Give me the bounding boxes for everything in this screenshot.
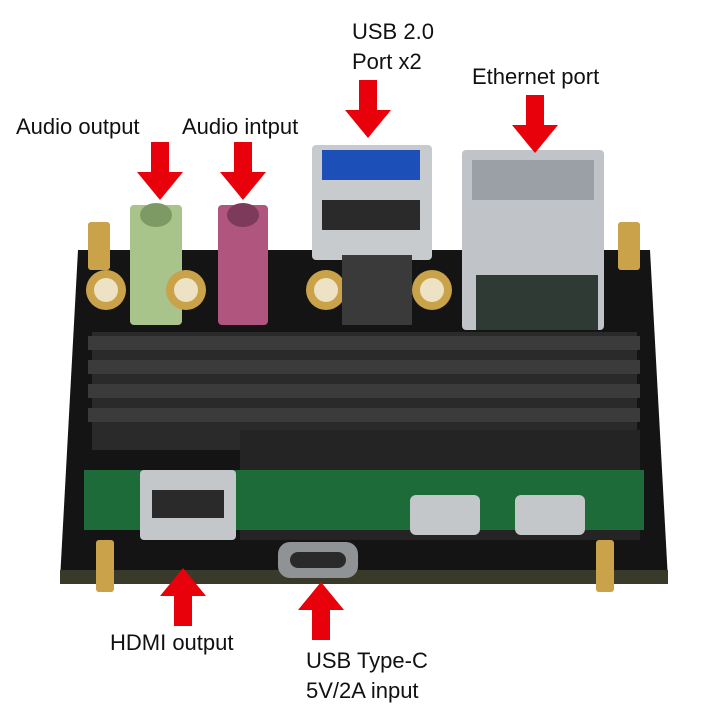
hdmi-port	[140, 470, 236, 540]
ethernet-label: Ethernet port	[472, 64, 600, 89]
standoffs	[88, 222, 640, 592]
audio-input-jack	[218, 203, 268, 325]
usb-c-label-line2: 5V/2A input	[306, 678, 419, 703]
audio-input-label: Audio intput	[182, 114, 299, 139]
red-arrow-hdmi	[160, 568, 206, 626]
hdmi-label: HDMI output	[110, 630, 234, 655]
audio-output-jack	[130, 203, 182, 325]
usb-stacked-port	[312, 145, 432, 325]
red-arrow-ethernet	[512, 95, 558, 153]
red-arrow-usb-c	[298, 582, 344, 640]
usb2-label-line1: USB 2.0	[352, 19, 434, 44]
usb2-label-line2: Port x2	[352, 49, 422, 74]
pcb-edge	[60, 570, 668, 584]
capacitors	[86, 270, 452, 310]
red-arrow-usb2	[345, 80, 391, 138]
ethernet-port	[462, 150, 604, 330]
red-arrow-audio-output	[137, 142, 183, 200]
usb-c-port	[278, 542, 358, 578]
audio-output-label: Audio output	[16, 114, 140, 139]
red-arrow-audio-input	[220, 142, 266, 200]
usb-c-label-line1: USB Type-C	[306, 648, 428, 673]
micro-usb-ports	[410, 495, 585, 535]
